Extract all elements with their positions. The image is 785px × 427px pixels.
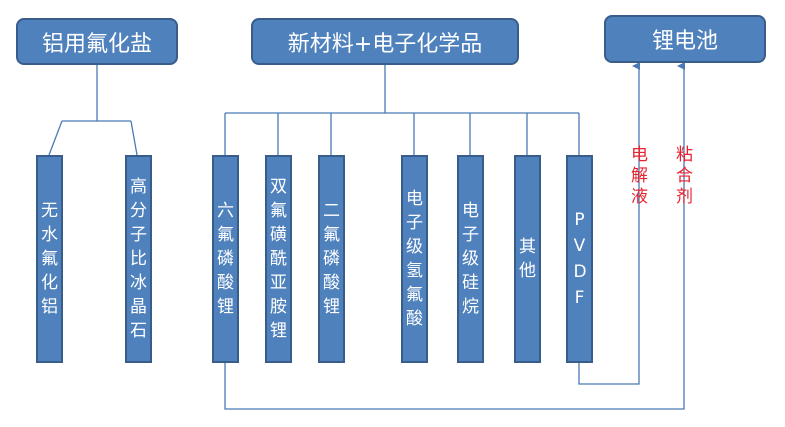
node-label: 高分子比冰晶石	[130, 177, 147, 341]
node-label: 六氟磷酸锂	[217, 201, 234, 317]
node-lithium-battery: 锂电池	[604, 15, 766, 63]
node-lipf6: 六氟磷酸锂	[212, 155, 239, 363]
node-aluminum-fluoride-salt: 铝用氟化盐	[16, 18, 178, 65]
node-other: 其他	[514, 155, 541, 363]
node-label: 锂电池	[651, 29, 718, 54]
node-label: 新材料+电子化学品	[287, 31, 483, 57]
node-pvdf: PVDF	[566, 155, 593, 363]
node-label: 无水氟化铝	[41, 201, 58, 317]
node-new-materials: 新材料+电子化学品	[251, 18, 519, 65]
node-cryolite: 高分子比冰晶石	[125, 155, 152, 363]
edge-label-binder: 粘合剂	[676, 145, 693, 207]
node-hf: 电子级氢氟酸	[401, 155, 428, 363]
node-anhydrous-aluminum-fluoride: 无水氟化铝	[36, 155, 63, 363]
node-label: 双氟磺酰亚胺锂	[270, 177, 287, 341]
node-label: 其他	[519, 237, 536, 281]
node-lifsi: 双氟磺酰亚胺锂	[265, 155, 292, 363]
node-label: 二氟磷酸锂	[323, 201, 340, 317]
edge-label-electrolyte: 电解液	[631, 145, 648, 207]
node-label: 电子级硅烷	[462, 201, 479, 317]
node-label: 铝用氟化盐	[41, 31, 152, 57]
node-silane: 电子级硅烷	[457, 155, 484, 363]
node-lipo2f2: 二氟磷酸锂	[318, 155, 345, 363]
node-label: 电子级氢氟酸	[406, 189, 423, 329]
node-label: PVDF	[573, 210, 587, 308]
